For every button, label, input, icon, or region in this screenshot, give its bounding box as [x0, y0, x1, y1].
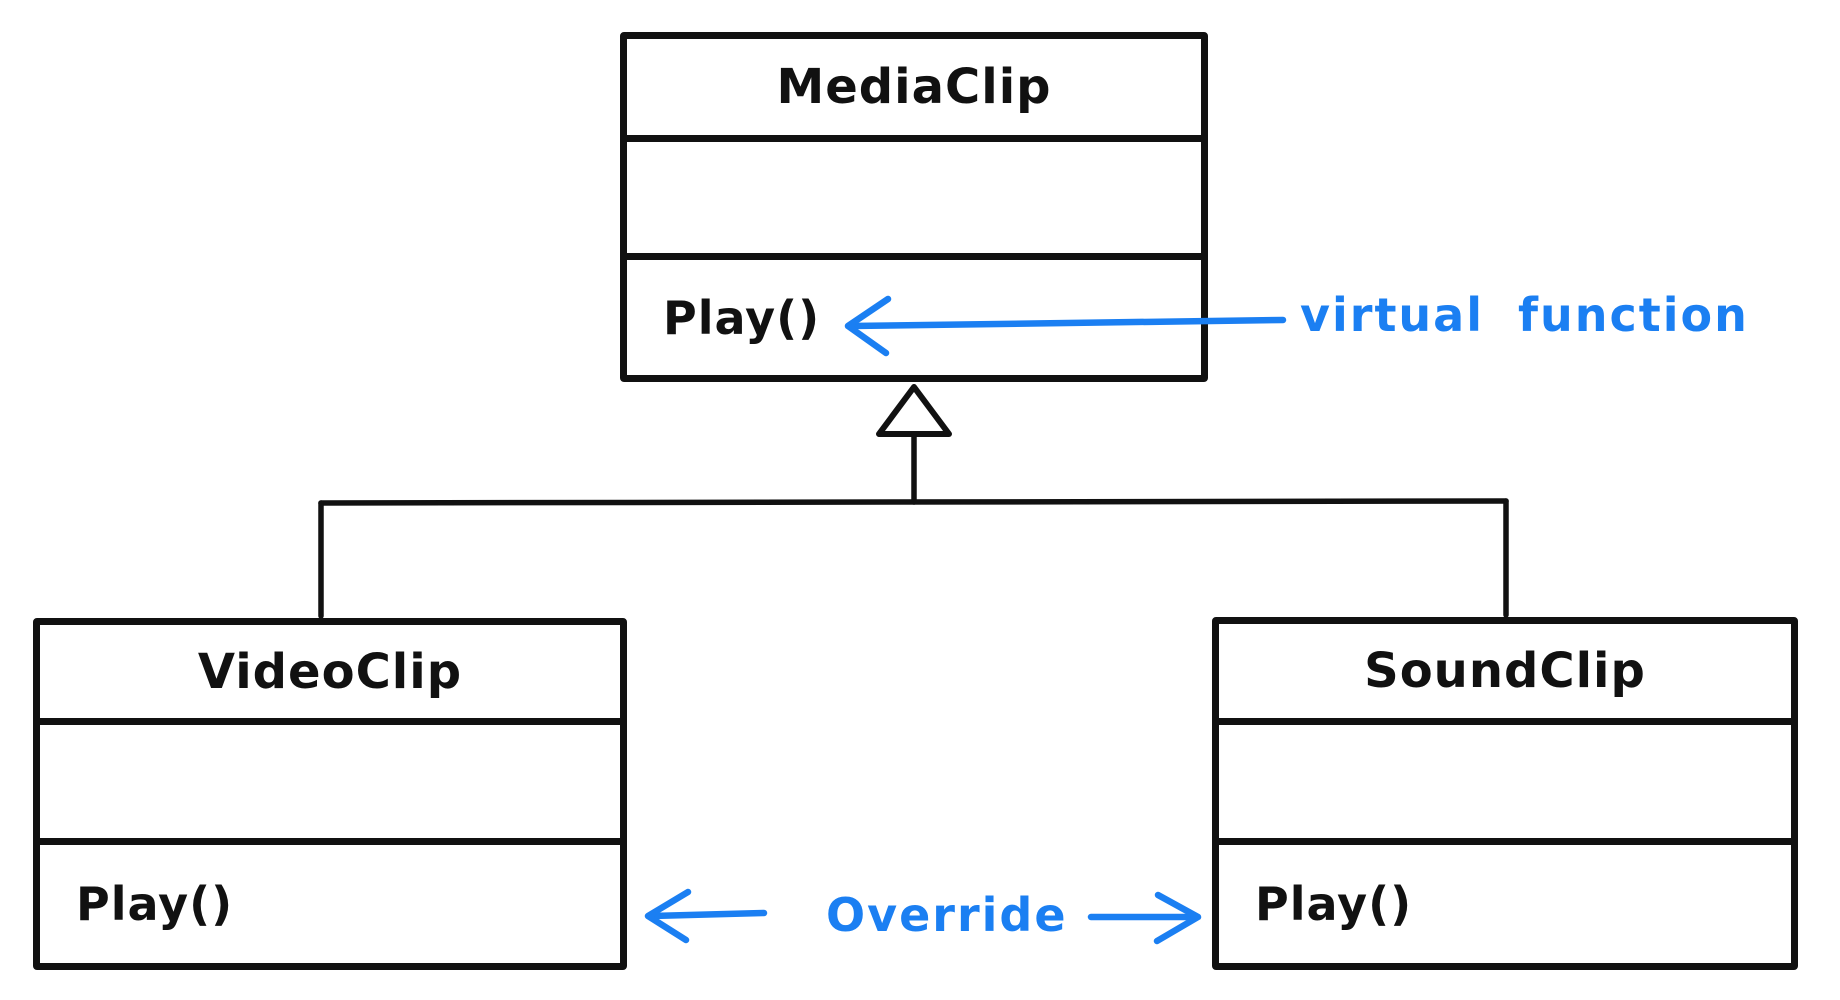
methods-compartment-videoclip: Play() [40, 845, 620, 963]
attributes-compartment-mediaclip [627, 142, 1201, 260]
virtual-function-annotation: virtual function [1300, 288, 1749, 342]
override-right-arrowhead-icon [1153, 891, 1202, 945]
attributes-compartment-soundclip [1219, 725, 1791, 845]
inheritance-triangle-icon [876, 384, 952, 437]
class-name-label: MediaClip [776, 59, 1052, 115]
override-annotation: Override [826, 888, 1068, 942]
method-label: Play() [76, 877, 234, 931]
class-name-label: VideoClip [197, 643, 463, 700]
methods-compartment-mediaclip: Play() [627, 260, 1201, 375]
methods-compartment-soundclip: Play() [1219, 845, 1791, 963]
attributes-compartment-videoclip [40, 725, 620, 845]
class-title-videoclip: VideoClip [40, 625, 620, 725]
inheritance-horizontal-line [318, 498, 1509, 506]
method-label: Play() [663, 290, 821, 345]
class-box-soundclip: SoundClip Play() [1212, 617, 1798, 970]
override-left-arrow-line [648, 909, 768, 920]
class-box-mediaclip: MediaClip Play() [620, 32, 1208, 382]
method-label: Play() [1255, 877, 1413, 931]
override-left-arrowhead-icon [644, 888, 692, 944]
class-box-videoclip: VideoClip Play() [33, 618, 627, 970]
class-name-label: SoundClip [1364, 643, 1646, 699]
class-title-mediaclip: MediaClip [627, 39, 1201, 142]
class-title-soundclip: SoundClip [1219, 624, 1791, 725]
